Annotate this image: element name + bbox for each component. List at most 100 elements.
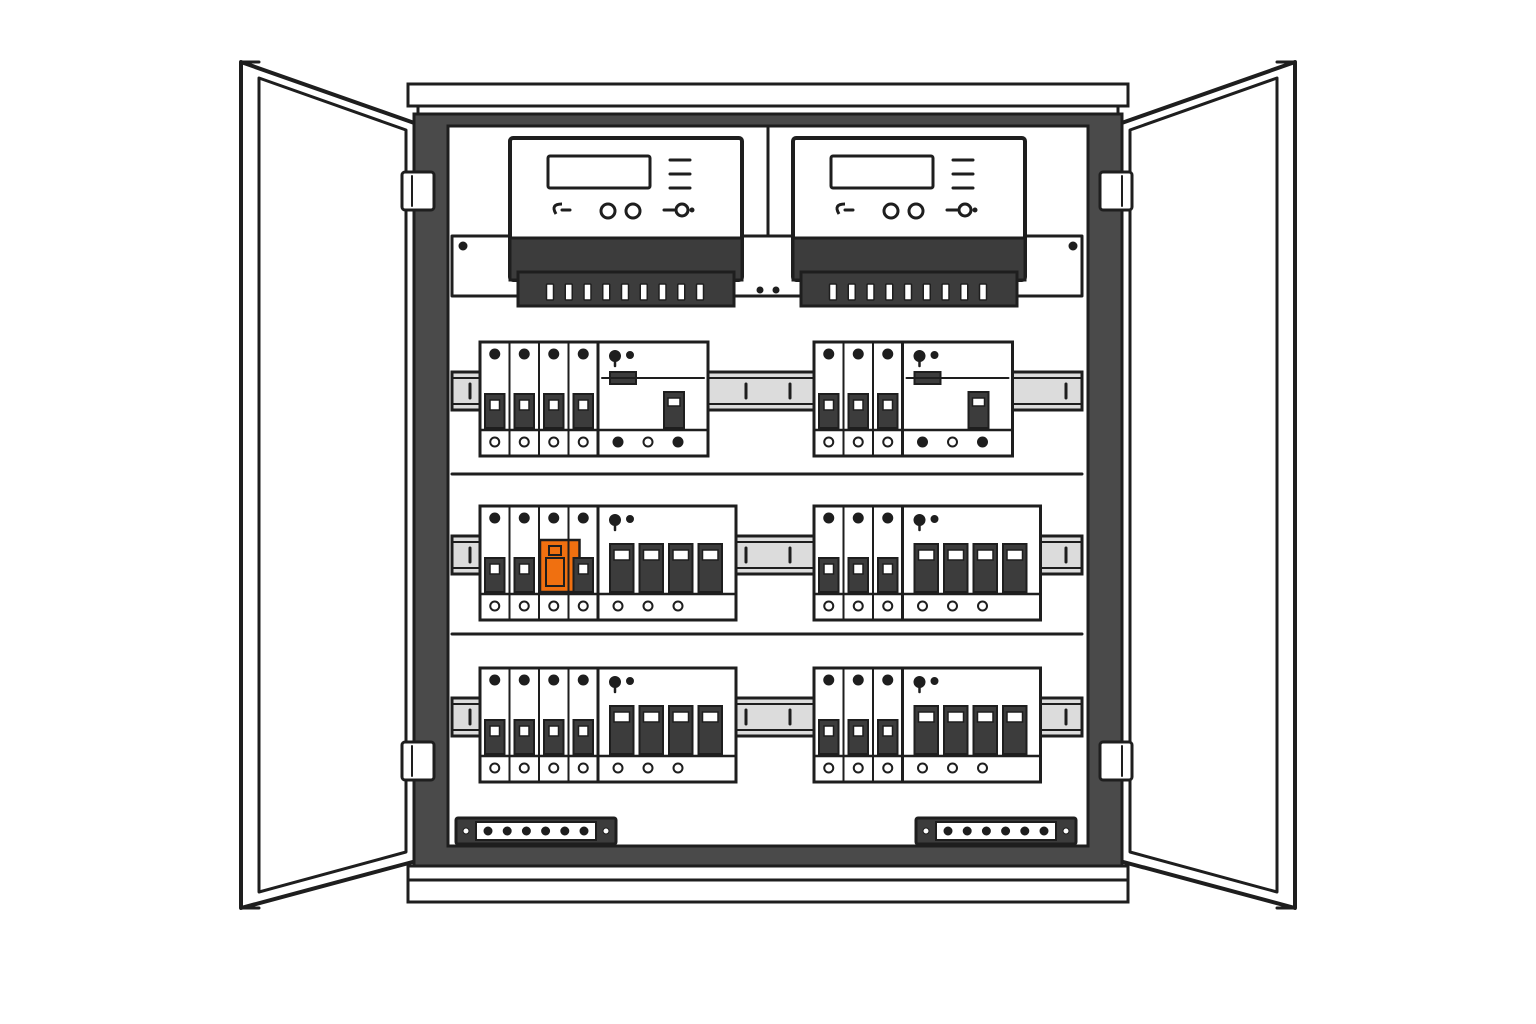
meter-terminal bbox=[602, 283, 611, 301]
breaker-top-terminal bbox=[518, 512, 530, 524]
rcd-bottom-terminal bbox=[612, 600, 624, 612]
rcd-bottom-terminal bbox=[612, 762, 624, 774]
breaker-bottom-terminal bbox=[823, 436, 835, 448]
row-2-left bbox=[478, 504, 738, 622]
breaker-handle-window bbox=[852, 399, 864, 411]
breaker-bottom-terminal bbox=[852, 762, 864, 774]
terminal-screw bbox=[943, 826, 953, 836]
breaker-bottom-terminal bbox=[852, 600, 864, 612]
breaker-top-terminal bbox=[823, 512, 835, 524]
breaker-handle bbox=[513, 393, 535, 429]
breaker-handle-window bbox=[489, 563, 501, 575]
left-lower-hinge bbox=[400, 740, 436, 782]
cabinet-top-lip bbox=[406, 82, 1130, 108]
rcd-handle-window bbox=[613, 711, 631, 723]
rcd-bottom-terminal bbox=[977, 762, 988, 774]
meter-pulse-icon bbox=[835, 202, 846, 215]
breaker-handle-window bbox=[518, 725, 530, 737]
breaker-handle bbox=[572, 393, 594, 429]
breaker-handle bbox=[484, 719, 506, 755]
breaker-handle-window bbox=[577, 725, 589, 737]
left-door bbox=[239, 60, 422, 910]
breaker-top-terminal bbox=[548, 674, 560, 686]
rcd-test-dot bbox=[626, 515, 634, 523]
rcd-bottom-terminal bbox=[642, 600, 654, 612]
meter-terminal bbox=[658, 283, 667, 301]
meter-button bbox=[907, 202, 925, 220]
terminal-screw bbox=[502, 826, 512, 836]
rcd-handle-window bbox=[672, 711, 690, 723]
breaker-top-terminal bbox=[489, 674, 501, 686]
breaker-handle bbox=[572, 719, 594, 755]
terminal-screw bbox=[560, 826, 570, 836]
breaker-top-terminal bbox=[577, 512, 589, 524]
cabinet-doors bbox=[239, 60, 1297, 910]
highlighted-breaker-lock bbox=[548, 545, 562, 556]
left-door-inner-frame bbox=[257, 76, 408, 894]
breaker-handle bbox=[818, 719, 840, 755]
row-2-right bbox=[812, 504, 1042, 622]
meter-terminal bbox=[564, 283, 573, 301]
meter-terminal bbox=[583, 283, 592, 301]
breaker-top-terminal bbox=[548, 512, 560, 524]
rcd-bottom-terminal bbox=[977, 436, 988, 448]
breaker-handle bbox=[572, 557, 594, 593]
breaker-top-terminal bbox=[852, 674, 864, 686]
breaker-top-terminal bbox=[823, 674, 835, 686]
breaker-bottom-terminal bbox=[548, 600, 560, 612]
terminal-screw bbox=[483, 826, 493, 836]
meter-terminal bbox=[885, 283, 894, 301]
rcd-bottom-terminal bbox=[977, 600, 988, 612]
rcd-handle-window bbox=[1006, 549, 1024, 561]
meter-terminal bbox=[828, 283, 838, 301]
meter-button bbox=[624, 202, 642, 220]
rcd-handle-window bbox=[642, 549, 660, 561]
rcd-handle-window bbox=[701, 549, 719, 561]
rcd-bottom-terminal bbox=[672, 436, 684, 448]
rcd-handle-window bbox=[672, 549, 690, 561]
breaker-handle bbox=[847, 719, 869, 755]
breaker-top-terminal bbox=[852, 348, 864, 360]
rcd-test-dot bbox=[626, 351, 634, 359]
breaker-top-terminal bbox=[548, 348, 560, 360]
meter-terminal bbox=[960, 283, 969, 301]
breaker-handle-window bbox=[548, 399, 560, 411]
breaker-handle-window bbox=[852, 725, 864, 737]
meter-display bbox=[829, 154, 935, 190]
terminal-block-right bbox=[914, 816, 1078, 846]
rcd-handle-window bbox=[917, 711, 935, 723]
breaker-handle bbox=[543, 719, 565, 755]
breaker-bottom-terminal bbox=[882, 762, 894, 774]
rcd-bottom-terminal bbox=[917, 436, 928, 448]
breaker-handle bbox=[513, 557, 535, 593]
rcd-handle-window bbox=[976, 549, 994, 561]
meter-terminal bbox=[941, 283, 950, 301]
rcd-bottom-terminal bbox=[947, 762, 958, 774]
breaker-handle-window bbox=[548, 725, 560, 737]
row-2 bbox=[450, 504, 1084, 622]
breaker-handle-window bbox=[577, 563, 589, 575]
breaker-bottom-terminal bbox=[548, 762, 560, 774]
rcd-bottom-terminal bbox=[642, 762, 654, 774]
breaker-bottom-terminal bbox=[577, 436, 589, 448]
terminal-screw bbox=[541, 826, 551, 836]
breaker-top-terminal bbox=[577, 348, 589, 360]
breaker-bottom-terminal bbox=[577, 762, 589, 774]
terminal-screw bbox=[579, 826, 589, 836]
meter-dot bbox=[972, 207, 978, 213]
terminal-screw bbox=[1001, 826, 1011, 836]
terminal-screw bbox=[1020, 826, 1030, 836]
row-3 bbox=[450, 666, 1084, 784]
breaker-handle-window bbox=[882, 399, 894, 411]
breaker-bottom-terminal bbox=[489, 436, 501, 448]
meter-section bbox=[450, 136, 1084, 308]
meter-button bbox=[882, 202, 900, 220]
rcd-bottom-terminal bbox=[917, 762, 928, 774]
breaker-handle-window bbox=[882, 725, 894, 737]
breaker-bottom-terminal bbox=[489, 762, 501, 774]
terminal-block-mount bbox=[602, 827, 610, 835]
cabinet-bottom-lip bbox=[406, 864, 1130, 904]
terminal-blocks bbox=[454, 816, 1078, 846]
breaker-top-terminal bbox=[882, 674, 894, 686]
rcd-handle-window bbox=[976, 711, 994, 723]
